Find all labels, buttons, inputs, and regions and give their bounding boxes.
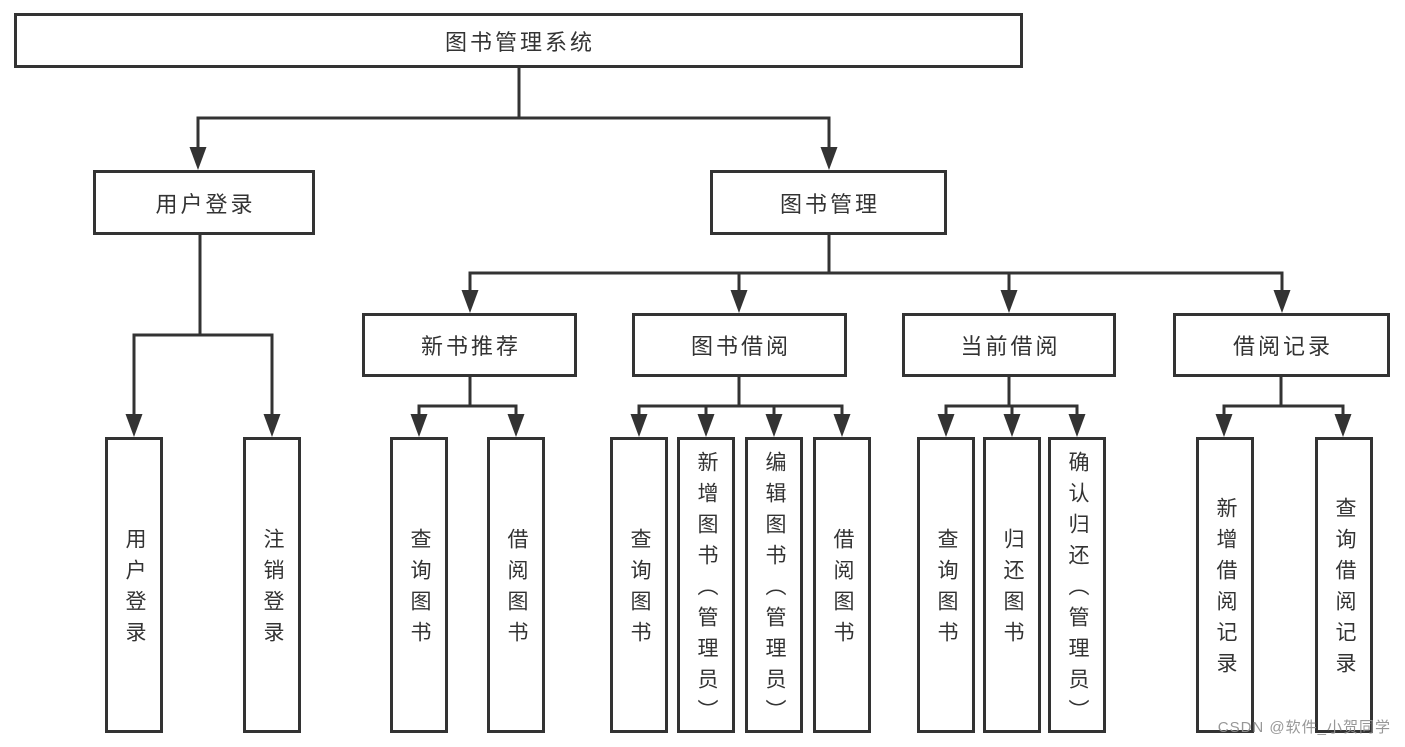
leaf-logout: 注销登录 <box>243 437 301 733</box>
node-borrowing-records: 借阅记录 <box>1173 313 1390 377</box>
connector-new-book-children <box>410 375 525 437</box>
leaf-query-books-2: 查询图书 <box>610 437 668 733</box>
leaf-borrow-books-2: 借阅图书 <box>813 437 871 733</box>
leaf-add-books-admin: 新增图书（管理员） <box>677 437 735 733</box>
connector-borrowing-records-children <box>1215 375 1352 437</box>
node-book-borrowing: 图书借阅 <box>632 313 847 377</box>
leaf-confirm-return-admin: 确认归还（管理员） <box>1048 437 1106 733</box>
leaf-add-borrow-record: 新增借阅记录 <box>1196 437 1254 733</box>
connector-current-borrowing-children <box>937 375 1086 437</box>
leaf-user-login: 用户登录 <box>105 437 163 733</box>
leaf-query-borrow-record: 查询借阅记录 <box>1315 437 1373 733</box>
node-book-management: 图书管理 <box>710 170 947 235</box>
node-user-login: 用户登录 <box>93 170 315 235</box>
csdn-watermark: CSDN @软件_小贺同学 <box>1217 719 1391 736</box>
leaf-edit-books-admin: 编辑图书（管理员） <box>745 437 803 733</box>
leaf-query-books-3: 查询图书 <box>917 437 975 733</box>
leaf-return-books: 归还图书 <box>983 437 1041 733</box>
connector-user-login-children <box>125 233 281 437</box>
leaf-query-books-1: 查询图书 <box>390 437 448 733</box>
connector-root-to-level2 <box>189 66 838 170</box>
leaf-borrow-books-1: 借阅图书 <box>487 437 545 733</box>
node-root: 图书管理系统 <box>14 13 1023 68</box>
node-current-borrowing: 当前借阅 <box>902 313 1116 377</box>
node-new-book-recommend: 新书推荐 <box>362 313 577 377</box>
connector-book-borrowing-children <box>630 375 851 437</box>
connector-book-management-children <box>461 233 1291 313</box>
